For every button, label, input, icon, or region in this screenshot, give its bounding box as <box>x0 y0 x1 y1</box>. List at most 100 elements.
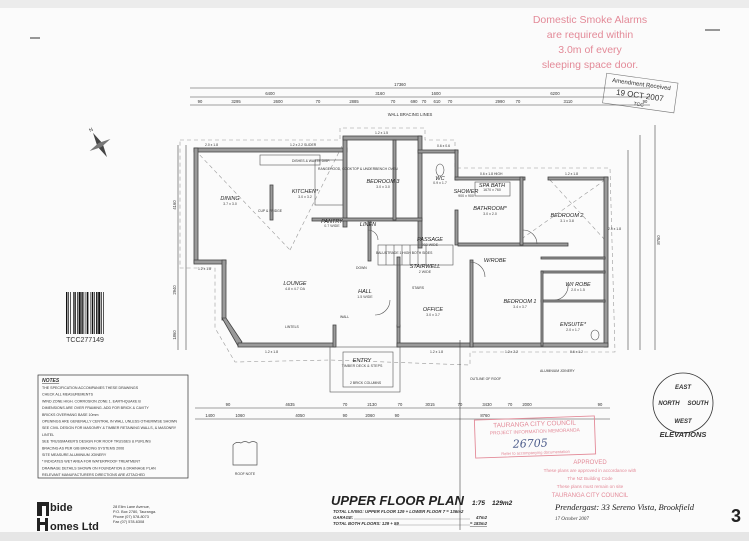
room-name: DINING <box>220 196 240 202</box>
barcode-bar <box>78 292 81 334</box>
dim: 4160 <box>172 200 177 210</box>
room-name: HALL <box>358 289 372 295</box>
dim: 70 <box>391 99 396 104</box>
garage-value: 47m2 <box>475 515 488 520</box>
barcode-bar <box>90 292 92 334</box>
room-name: STAIRWELL <box>410 264 441 270</box>
barcode-number: TCC277149 <box>66 337 104 344</box>
elevation-east: EAST <box>675 385 692 391</box>
dim: 70 <box>316 99 321 104</box>
plan-area: 129m2 <box>492 500 513 507</box>
dim-overall: 17360 <box>394 82 406 87</box>
company-logo: bide omes Ltd <box>37 502 99 533</box>
barcode-bar <box>70 292 71 334</box>
barcode-bar <box>101 292 102 334</box>
note-line: LINTEL <box>42 433 54 437</box>
room-name: LOUNGE <box>283 281 307 287</box>
barcode-bar <box>83 292 85 334</box>
barcode-bar <box>87 292 89 334</box>
barcode-bar <box>98 292 101 334</box>
council-memo: PROJECT INFORMATION MEMORANDA <box>490 427 581 436</box>
dim: 610 <box>434 99 442 104</box>
barcode-bar <box>74 292 76 334</box>
room-name: PANTRY <box>321 219 343 225</box>
wall-bracing-label: WALL BRACING LINES <box>388 112 433 117</box>
elevation-south: SOUTH <box>688 401 710 407</box>
room-size: 2 WIDE <box>419 270 432 274</box>
stamp-line: 3.0m of every <box>558 44 622 56</box>
room-name: OFFICE <box>423 307 443 313</box>
stairs-label: STAIRS <box>412 286 425 290</box>
roof-note-cloud: ROOF NOTE <box>232 441 258 476</box>
council-stamp: TAURANGA CITY COUNCIL PROJECT INFORMATIO… <box>473 415 597 459</box>
aluminium-joinery-label: ALUMINIUM JOINERY <box>540 369 575 373</box>
dim: 3110 <box>563 99 573 104</box>
room-name: SHOWER <box>454 189 479 195</box>
dim: 3160 <box>375 91 385 96</box>
window-size: 2.0 x 1.8 <box>205 143 218 147</box>
dim: 70 <box>458 402 463 407</box>
lintels-label: LINTELS <box>285 325 299 329</box>
roof-outline-label: OUTLINE OF ROOF <box>470 377 501 381</box>
window-size: 1.2 x 2.2 <box>505 350 518 354</box>
dim-right: 8760 <box>656 235 661 245</box>
svg-text:N: N <box>88 127 94 134</box>
dim: 3430 <box>482 402 492 407</box>
window-size: 1.2 x 1.8 <box>198 267 211 271</box>
barcode-bar <box>66 292 68 334</box>
barcode <box>66 292 104 334</box>
fixtures <box>259 154 600 393</box>
barcode-bar <box>68 292 69 334</box>
down-label: DOWN <box>356 266 367 270</box>
dim: 90 <box>643 99 648 104</box>
annotations: LINTELS RANGEHOOD, COOKTOP & UNDERBENCH … <box>198 131 621 385</box>
room-name: KITCHEN* <box>292 189 319 195</box>
dim: 2885 <box>349 99 359 104</box>
barcode-bar <box>103 292 104 334</box>
notes-box: NOTES THE SPECIFICATION ACCOMPANIES THES… <box>37 374 189 479</box>
approved-council: TAURANGA CITY COUNCIL <box>552 493 629 499</box>
room-size: 3.0 x 3.2 <box>298 195 312 199</box>
room-size: 2.0 x 1.7 <box>566 328 580 332</box>
note-line: CHECK ALL MEASUREMENTS <box>42 393 94 397</box>
approved-line: These plans must remain on site <box>557 484 624 489</box>
dim: 70 <box>448 99 453 104</box>
address-line: P.O. Box 2780, Tauranga. <box>113 510 156 514</box>
room-size: 4.8 x 4.7 OA <box>285 287 306 291</box>
room-name: BEDROOM 2 <box>550 213 583 219</box>
dim: 90 <box>395 413 400 418</box>
notes-title: NOTES <box>42 378 60 384</box>
total-living: TOTAL LIVING: UPPER FLOOR 129 + LOWER FL… <box>333 509 464 514</box>
logo-text: bide <box>50 502 73 514</box>
barcode-bar <box>91 292 94 334</box>
address-line: Fax (07) 578-6308 <box>113 520 144 524</box>
note-line: WIND ZONE HIGH. CORROSION ZONE 1. EARTHQ… <box>42 399 141 403</box>
window-size: 1.2 x 2.2 SLIDER <box>290 143 317 147</box>
elevation-north: NORTH <box>658 401 680 407</box>
smoke-alarm-stamp: Domestic Smoke Alarms are required withi… <box>533 14 647 71</box>
room-size: 3.0 x 3.7 <box>426 313 440 317</box>
note-line: DRAINAGE DETAILS SHOWN ON FOUNDATION & D… <box>42 466 156 470</box>
room-name: W/ROBE <box>484 258 507 264</box>
room-size: 1670 x 760 <box>483 188 501 192</box>
brick-columns-label: 2 BRICK COLUMNS <box>350 381 382 385</box>
dim: 90 <box>226 402 231 407</box>
window-size: 1.2 x 1.8 <box>430 350 443 354</box>
dim: 2940 <box>172 285 177 295</box>
note-line: SEE CIVIL DESIGN FOR MASONRY & TIMBER RE… <box>42 426 177 430</box>
window-size: 0.6 x 0.6 <box>437 144 450 148</box>
walls <box>193 135 609 348</box>
room-size: 900 WIDE <box>422 243 439 247</box>
total-both-value: = 183m2 <box>470 521 488 526</box>
left-dimensions: 4160 2940 1860 <box>172 145 187 350</box>
window-size: 2.0 x 1.8 <box>608 227 621 231</box>
dim: 2000 <box>522 402 532 407</box>
room-size: 2.0 x 1.5 <box>571 288 585 292</box>
dishwasher-label: DISHES & WASTE DISP. <box>292 159 330 163</box>
approved-line: The NZ Building Code <box>567 476 613 481</box>
stamp-line: are required within <box>547 29 634 41</box>
approved-title: APPROVED <box>573 460 607 466</box>
total-both-label: TOTAL BOTH FLOORS: 129 + 59 <box>333 521 399 526</box>
dim: 4050 <box>295 413 305 418</box>
stamp-line: sleeping space door. <box>542 59 638 71</box>
